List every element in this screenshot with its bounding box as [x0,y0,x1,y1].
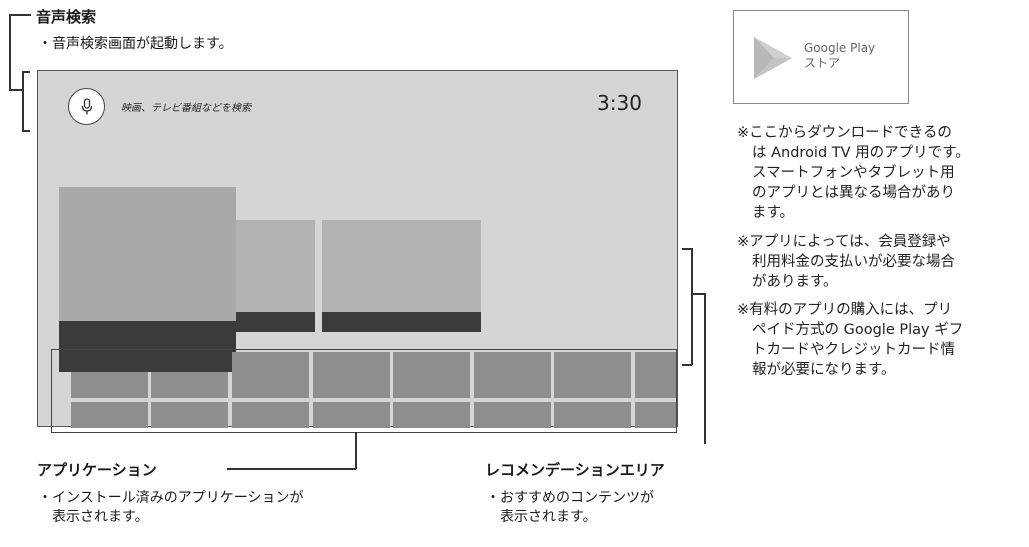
applications-leader-vertical [355,432,357,469]
voice-leader-bottom [9,89,22,91]
voice-leader-vertical [9,14,11,90]
voice-bracket-top [22,71,30,73]
voice-bracket [22,71,24,131]
voice-search-heading: 音声検索 [36,8,97,26]
app-tile[interactable] [71,372,148,398]
microphone-icon [81,97,92,114]
app-tile[interactable] [554,352,631,398]
applications-leader-horizontal [227,468,356,470]
recommendation-tile[interactable] [236,220,315,312]
app-tile[interactable] [151,402,228,428]
voice-search-description: ・音声検索画面が起動します。 [38,36,233,52]
note-android-tv-apps: ※ここからダウンロードできるの は Android TV 用のアプリです。 スマ… [737,125,970,221]
recommendation-description: ・おすすめのコンテンツが 表示されます。 [486,490,654,525]
recommendation-bracket-top [682,248,692,250]
app-tile[interactable] [313,402,390,428]
app-tile[interactable] [393,402,470,428]
applications-heading: アプリケーション [37,461,157,479]
voice-bracket-bottom [22,130,30,132]
clock: 3:30 [597,91,642,115]
play-triangle-icon [754,37,792,79]
recommendation-tile-caption [236,312,315,332]
app-tile[interactable] [635,402,676,428]
recommendation-tile[interactable] [322,220,481,312]
search-placeholder[interactable]: 映画、テレビ番組などを検索 [121,103,251,114]
note-paid-apps: ※有料のアプリの購入には、プリ ペイド方式の Google Play ギフ トカ… [737,302,964,378]
app-tile[interactable] [554,402,631,428]
app-tile[interactable] [474,352,551,398]
app-tile[interactable] [232,352,309,398]
applications-highlight-box [51,349,677,433]
app-tile[interactable] [232,402,309,428]
recommendation-tile-featured-caption [59,321,236,372]
note-membership-fees: ※アプリによっては、会員登録や 利用料金の支払いが必要な場合 があります。 [737,234,955,290]
recommendation-bracket-bottom [682,364,692,366]
app-tile[interactable] [393,352,470,398]
app-tile[interactable] [71,402,148,428]
recommendation-leader-vertical [704,293,706,444]
app-tile[interactable] [635,352,676,398]
app-tile[interactable] [474,402,551,428]
recommendation-tile-featured[interactable] [59,187,236,321]
app-tile[interactable] [151,372,228,398]
recommendation-leader-stub [691,293,705,295]
google-play-label: Google Play ストア [804,41,876,70]
recommendation-heading: レコメンデーションエリア [485,461,665,479]
app-tile[interactable] [313,352,390,398]
applications-description: ・インストール済みのアプリケーションが 表示されます。 [38,490,304,525]
recommendation-bracket [691,248,693,365]
voice-leader-top [9,14,31,16]
recommendation-tile-caption [322,312,481,332]
voice-search-button[interactable] [68,88,105,125]
